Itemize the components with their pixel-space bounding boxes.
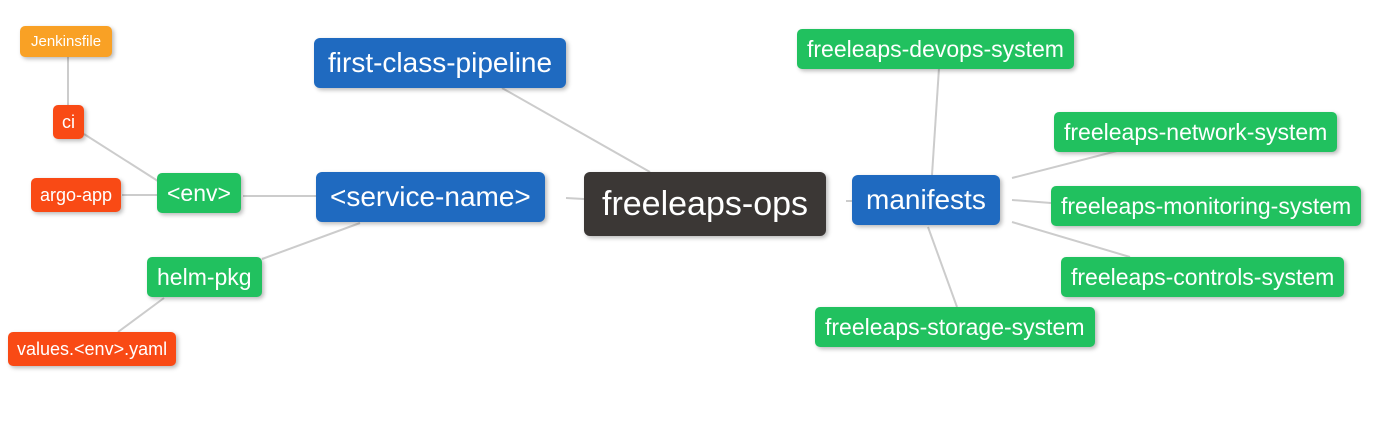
node-argo-app[interactable]: argo-app (31, 178, 122, 212)
node-freeleaps-devops-system[interactable]: freeleaps-devops-system (797, 29, 1074, 69)
node-freeleaps-monitoring-system[interactable]: freeleaps-monitoring-system (1051, 186, 1362, 226)
edge-helm-pkg-values-env-yaml (117, 297, 165, 333)
edge-manifests-network-system (1011, 150, 1118, 179)
edge-manifests-devops-system (931, 67, 940, 176)
edge-service-name-helm-pkg (261, 222, 361, 260)
node-helm-pkg[interactable]: helm-pkg (147, 257, 262, 297)
edge-root-service-name (565, 197, 585, 200)
node-service-name[interactable]: <service-name> (316, 172, 545, 222)
node-freeleaps-ops-root[interactable]: freeleaps-ops (584, 172, 827, 236)
edge-manifests-storage-system (927, 226, 958, 308)
node-first-class-pipeline[interactable]: first-class-pipeline (314, 38, 567, 88)
node-freeleaps-storage-system[interactable]: freeleaps-storage-system (815, 307, 1095, 347)
node-jenkinsfile[interactable]: Jenkinsfile (20, 26, 113, 57)
edge-root-first-class-pipeline (501, 87, 651, 173)
edge-env-ci (83, 133, 162, 184)
node-values-env-yaml[interactable]: values.<env>.yaml (8, 332, 177, 366)
node-ci[interactable]: ci (53, 105, 84, 139)
edge-manifests-controls-system (1011, 221, 1131, 258)
node-freeleaps-controls-system[interactable]: freeleaps-controls-system (1061, 257, 1345, 297)
node-freeleaps-network-system[interactable]: freeleaps-network-system (1054, 112, 1338, 152)
edge-manifests-monitoring-system (1011, 199, 1052, 204)
node-manifests[interactable]: manifests (852, 175, 1000, 225)
node-env[interactable]: <env> (157, 173, 241, 213)
